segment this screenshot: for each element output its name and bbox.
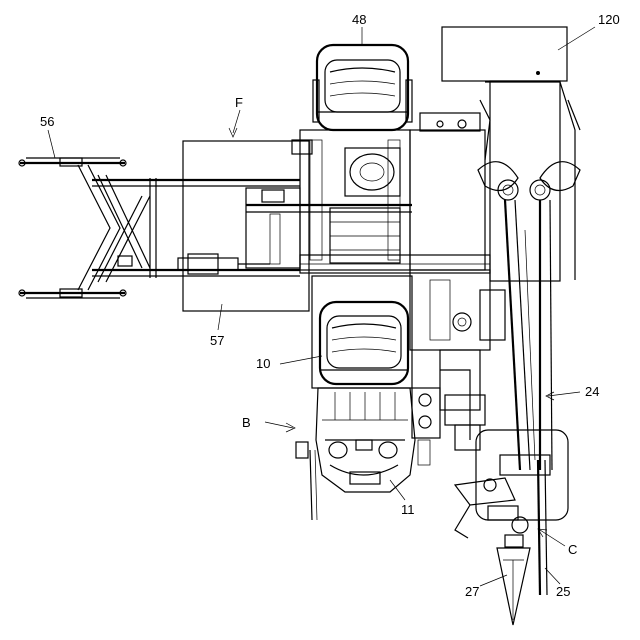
- label-11: 11: [401, 502, 415, 517]
- label-10: 10: [256, 356, 270, 371]
- label-f: F: [235, 95, 243, 110]
- label-25: 25: [556, 584, 570, 599]
- label-c: C: [568, 542, 577, 557]
- component-120-box: [442, 27, 567, 81]
- label-b: B: [242, 415, 251, 430]
- engine-hood-11: [296, 388, 440, 520]
- leader-lines: [48, 27, 595, 586]
- label-56: 56: [40, 114, 54, 129]
- label-120: 120: [598, 12, 620, 27]
- seat-10: [312, 276, 412, 388]
- label-48: 48: [352, 12, 366, 27]
- planting-mechanism: [410, 81, 580, 625]
- marker-arm-56: [19, 158, 412, 298]
- label-24: 24: [585, 384, 599, 399]
- label-27: 27: [465, 584, 479, 599]
- label-57: 57: [210, 333, 224, 348]
- central-frame: [292, 113, 490, 273]
- seat-48: [313, 45, 412, 130]
- reference-labels: 48 120 F 56 57 10 24 B 11 C 27 25: [40, 12, 620, 599]
